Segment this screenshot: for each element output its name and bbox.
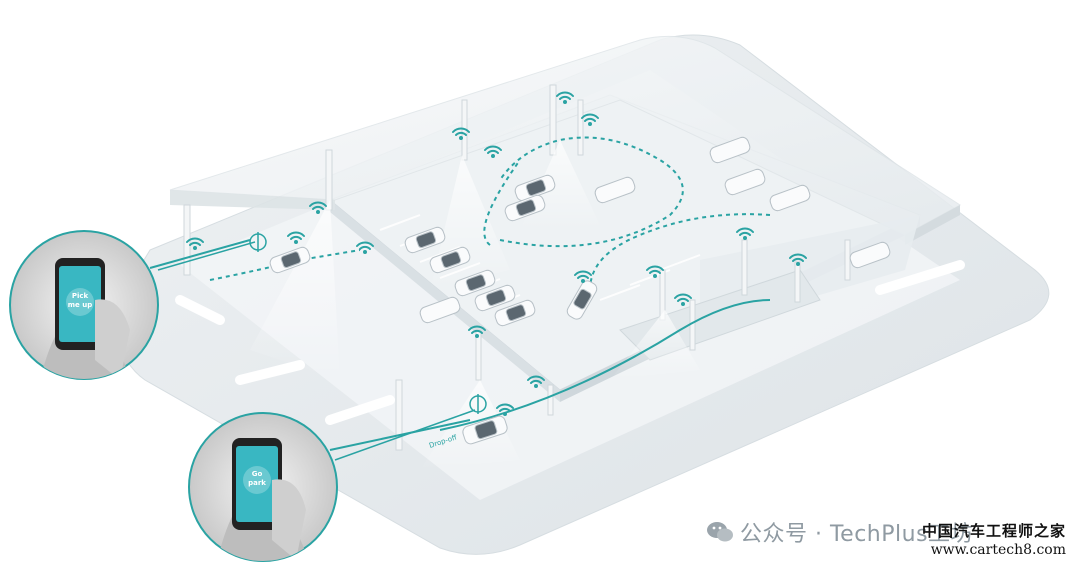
site-name: 中国汽车工程师之家 (921, 522, 1066, 540)
site-url: www.cartech8.com (930, 542, 1066, 558)
wechat-icon (707, 522, 733, 542)
road-markings (175, 260, 965, 425)
phone-screen-text: me up (68, 301, 92, 309)
phone-bubble-go-park: Go park (188, 412, 338, 562)
route-path-solid (149, 239, 771, 451)
phone-bubble-pick-me-up: Pick me up (9, 230, 159, 380)
sensor-beams (250, 140, 700, 470)
site-watermark: 中国汽车工程师之家 www.cartech8.com (922, 522, 1066, 560)
phone-screen-text: Pick (72, 292, 89, 300)
parked-cars (269, 136, 891, 445)
watermark: 公众号 · TechPlus工坊 (706, 516, 973, 548)
target-marker (249, 232, 487, 414)
phone-screen-text: park (248, 479, 266, 487)
phone-screen-text: Go (252, 470, 263, 478)
watermark-text: 公众号 · TechPlus工坊 (740, 522, 974, 547)
roof-slab (169, 35, 961, 236)
bubble-connector (157, 241, 476, 461)
